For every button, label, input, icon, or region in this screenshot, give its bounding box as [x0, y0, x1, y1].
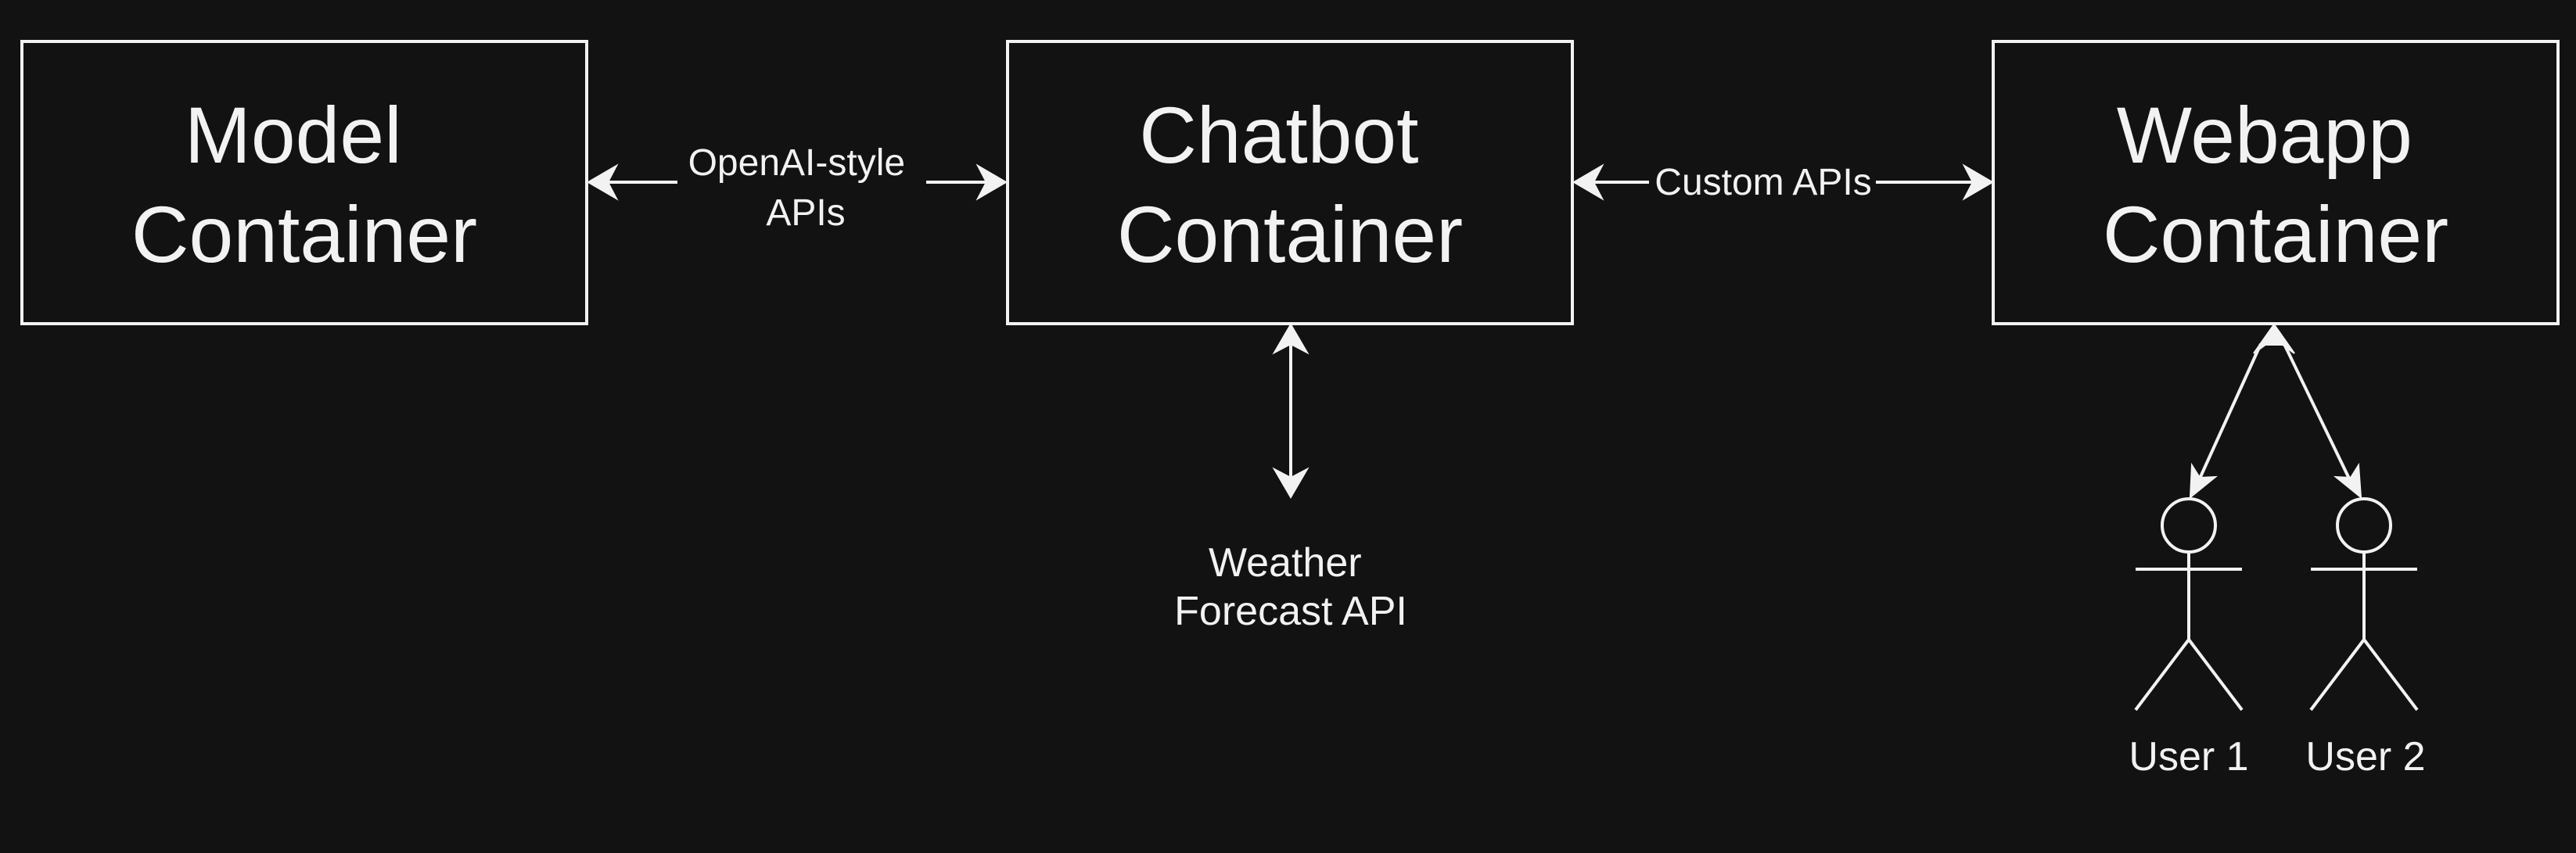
chatbot-weather-connector [1272, 323, 1310, 499]
arrowhead-left [587, 163, 619, 201]
chatbot-container-label-line1: Chatbot [1139, 91, 1418, 180]
chatbot-container: Chatbot Container [1006, 40, 1574, 325]
weather-label-line1: Weather [1209, 540, 1362, 586]
arrowhead-up [1272, 323, 1310, 355]
user-icon [2309, 497, 2419, 711]
arrowhead-left [1572, 163, 1604, 201]
webapp-container: Webapp Container [1992, 40, 2560, 325]
arrowhead-down [1272, 467, 1310, 499]
model-container-label: Model Container [131, 91, 477, 279]
model-chatbot-label-line2: APIs [766, 192, 845, 234]
chatbot-webapp-label: Custom APIs [1654, 162, 1871, 203]
webapp-container-label: Webapp Container [2103, 91, 2448, 279]
webapp-user1-line [2198, 343, 2262, 479]
webapp-users-connector [2189, 323, 2362, 500]
weather-label-line2: Forecast API [1174, 589, 1407, 634]
arrowhead-up-2 [2263, 323, 2295, 354]
model-container-box [20, 40, 588, 325]
model-chatbot-connector: OpenAI-style APIs [587, 139, 1008, 236]
model-chatbot-label: OpenAI-style APIs [688, 142, 916, 234]
model-container: Model Container [20, 40, 588, 325]
weather-forecast-api-label: Weather Forecast API [1174, 540, 1407, 634]
user-icon [2134, 497, 2244, 711]
model-container-label-line1: Model [185, 91, 402, 180]
user-1-label: User 1 [2129, 734, 2248, 780]
chatbot-container-label-line2: Container [1117, 190, 1463, 279]
webapp-user2-line [2283, 343, 2351, 479]
webapp-container-box [1992, 40, 2560, 325]
webapp-container-label-line1: Webapp [2117, 91, 2413, 180]
model-chatbot-label-bg [677, 139, 926, 236]
model-chatbot-label-line1: OpenAI-style [688, 142, 905, 184]
webapp-container-label-line2: Container [2103, 190, 2448, 279]
arrowhead-user2 [2333, 462, 2362, 500]
arrowhead-right [975, 163, 1008, 201]
user-2-label: User 2 [2305, 734, 2425, 780]
arrowhead-user1 [2189, 462, 2219, 500]
chatbot-container-label: Chatbot Container [1117, 91, 1463, 279]
arrowhead-right [1962, 163, 1994, 201]
chatbot-webapp-connector: Custom APIs [1572, 159, 1994, 207]
chatbot-webapp-label-bg [1649, 159, 1876, 207]
user-1-actor: User 1 [2129, 497, 2249, 780]
chatbot-container-box [1006, 40, 1574, 325]
user-2-actor: User 2 [2305, 497, 2426, 780]
model-container-label-line2: Container [131, 190, 477, 279]
